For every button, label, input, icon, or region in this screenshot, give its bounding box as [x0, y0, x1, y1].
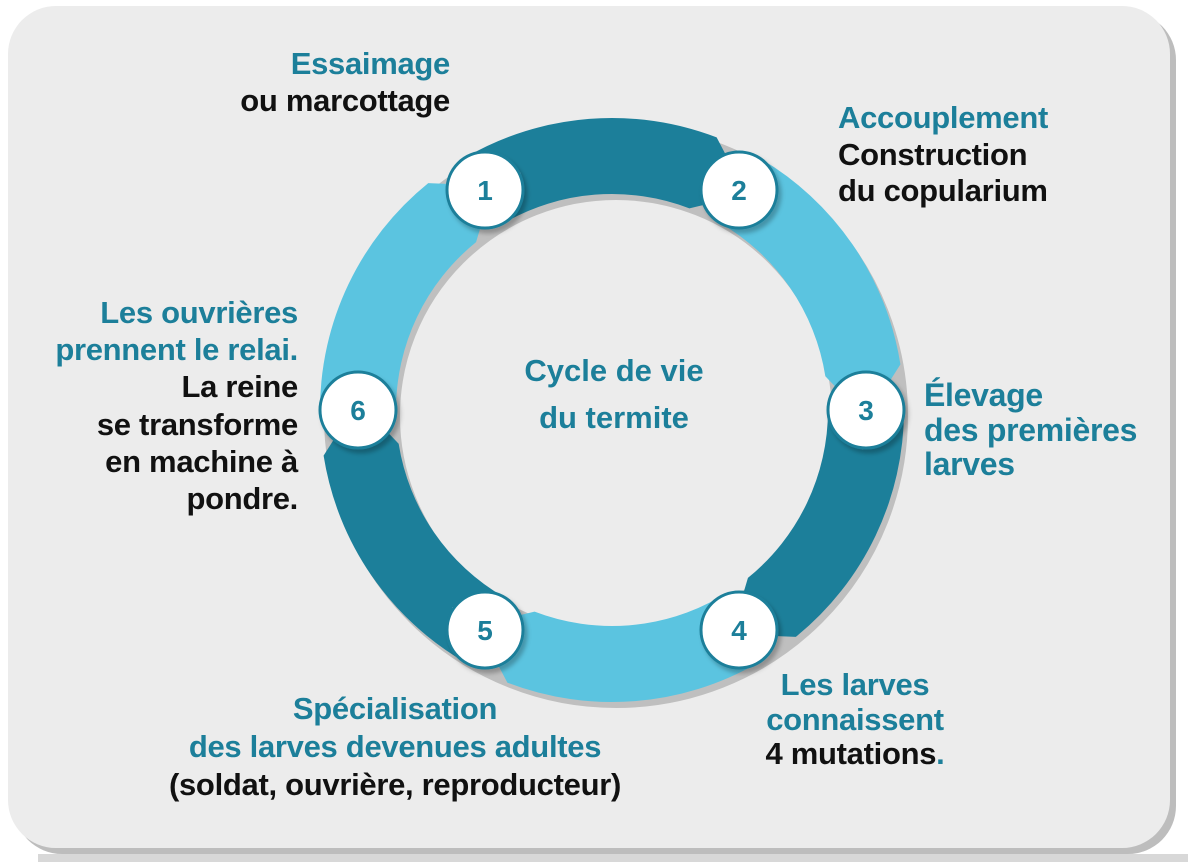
step-6-title-1: Les ouvrières [100, 295, 298, 330]
step-3-label: Élevage des premières larves [924, 378, 1137, 482]
step-4-circle [699, 590, 779, 670]
ring-segment-5 [323, 401, 504, 663]
step-6-circle [318, 370, 398, 450]
step-5-title-1: Spécialisation [292, 691, 498, 726]
step-5-text-1: (soldat, ouvrière, reproducteur) [168, 766, 622, 802]
step-3-circle [826, 370, 906, 450]
step-4-number: 4 [731, 615, 747, 646]
step-5-number: 5 [477, 615, 493, 646]
step-4-trail: . [936, 736, 945, 772]
step-5-circle [445, 590, 525, 670]
step-4-title-1: Les larves [780, 667, 930, 702]
cycle-title-line-2: du termite [539, 399, 689, 435]
step-4-node: 4 [699, 590, 779, 670]
step-1-text-1: ou marcottage [240, 82, 450, 118]
ring-segment-1 [466, 118, 747, 223]
step-2-label: Accouplement Construction du copularium [838, 100, 1048, 210]
ring-segment-3 [731, 410, 905, 637]
step-2-text-1: Construction [838, 136, 1028, 172]
step-3-title-2: des premières [924, 411, 1138, 448]
step-1-number: 1 [477, 175, 493, 206]
ring-segment-4 [477, 597, 758, 702]
step-1-node: 1 [445, 150, 525, 230]
step-4-label: Les larves connaissent 4 mutations. [750, 667, 960, 772]
step-6-text-4: pondre. [186, 480, 298, 516]
ring-segment-2 [720, 157, 901, 419]
step-3-node: 3 [826, 370, 906, 450]
cycle-title-line-1: Cycle de vie [524, 353, 704, 388]
step-5-title-2: des larves devenues adultes [188, 728, 602, 764]
step-6-text-3: en machine à [105, 443, 298, 479]
step-6-node: 6 [318, 370, 398, 450]
step-3-number: 3 [858, 395, 874, 426]
step-1-title: Essaimage [290, 46, 451, 81]
step-5-node: 5 [445, 590, 525, 670]
step-2-number: 2 [731, 175, 747, 206]
ring-segment-6 [320, 183, 493, 410]
step-6-title-2: prennent le relai. [55, 332, 298, 368]
step-1-circle [445, 150, 525, 230]
step-2-node: 2 [699, 150, 779, 230]
cycle-title: Cycle de vie du termite [496, 348, 732, 441]
step-6-text-1: La reine [181, 369, 299, 405]
step-6-label: Les ouvrières prennent le relai. La rein… [20, 294, 298, 517]
step-6-number: 6 [350, 395, 366, 426]
step-2-title: Accouplement [838, 100, 1048, 135]
step-4-text-1: 4 mutations [765, 736, 937, 772]
step-4-title-2: connaissent [766, 701, 944, 737]
step-2-text-2: du copularium [838, 173, 1048, 209]
step-6-text-2: se transforme [96, 406, 298, 442]
step-3-title-3: larves [924, 446, 1015, 483]
step-5-label: Spécialisation des larves devenues adult… [140, 690, 650, 803]
card-shadow-strip [38, 854, 1188, 862]
step-2-circle [699, 150, 779, 230]
step-3-title-1: Élevage [924, 377, 1043, 413]
step-nodes: 1 2 3 4 5 6 [318, 150, 906, 670]
step-1-label: Essaimage ou marcottage [150, 46, 450, 119]
